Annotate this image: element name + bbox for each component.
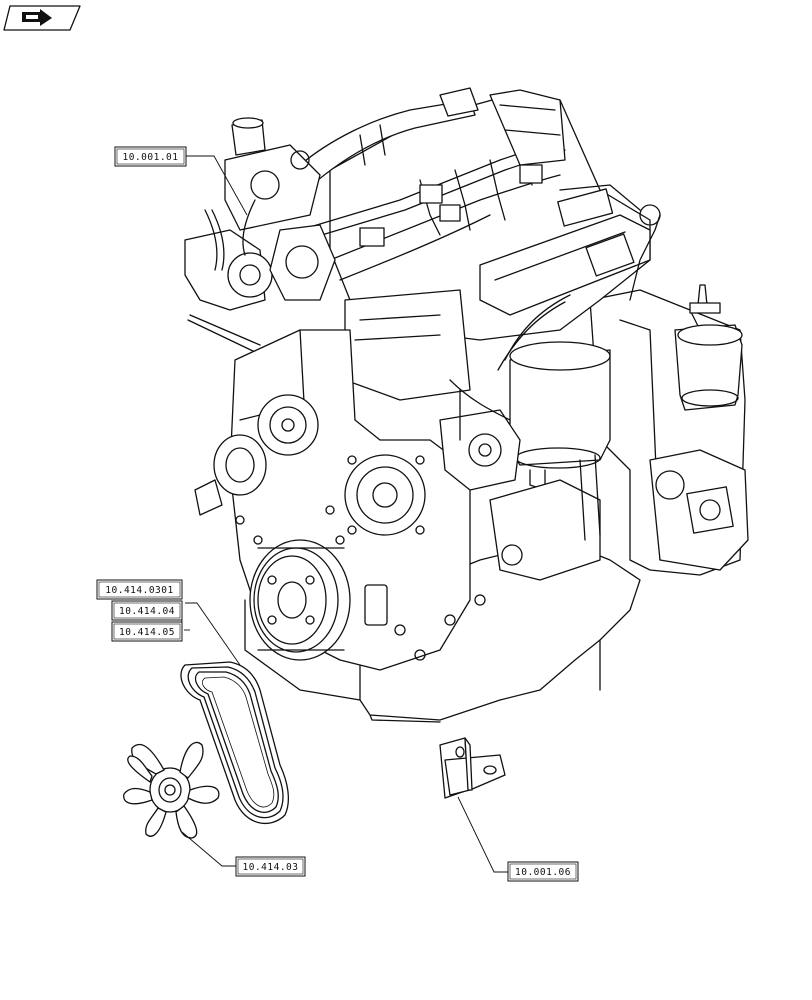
callout-10-001-01[interactable]: 10.001.01 xyxy=(114,146,187,167)
callout-10-414-04[interactable]: 10.414.04 xyxy=(111,600,183,621)
poly-v-belt xyxy=(180,661,289,824)
engine-assembly xyxy=(184,87,749,723)
svg-text:10.414.04: 10.414.04 xyxy=(119,606,175,617)
svg-text:10.414.0301: 10.414.0301 xyxy=(105,585,173,596)
callout-10-414-0301[interactable]: 10.414.0301 xyxy=(96,579,183,600)
leader-lines xyxy=(181,155,508,873)
callout-10-414-05[interactable]: 10.414.05 xyxy=(111,621,183,642)
svg-text:10.001.01: 10.001.01 xyxy=(123,152,179,163)
svg-text:10.001.06: 10.001.06 xyxy=(515,867,571,878)
engine-mount-bracket xyxy=(439,737,506,799)
svg-text:10.414.05: 10.414.05 xyxy=(119,627,175,638)
callout-10-414-03[interactable]: 10.414.03 xyxy=(235,856,306,877)
next-page-arrow-icon xyxy=(22,9,52,26)
svg-text:10.414.03: 10.414.03 xyxy=(243,862,299,873)
next-page-button[interactable] xyxy=(3,5,81,31)
cooling-fan xyxy=(123,741,220,839)
callout-10-001-06[interactable]: 10.001.06 xyxy=(507,861,579,882)
